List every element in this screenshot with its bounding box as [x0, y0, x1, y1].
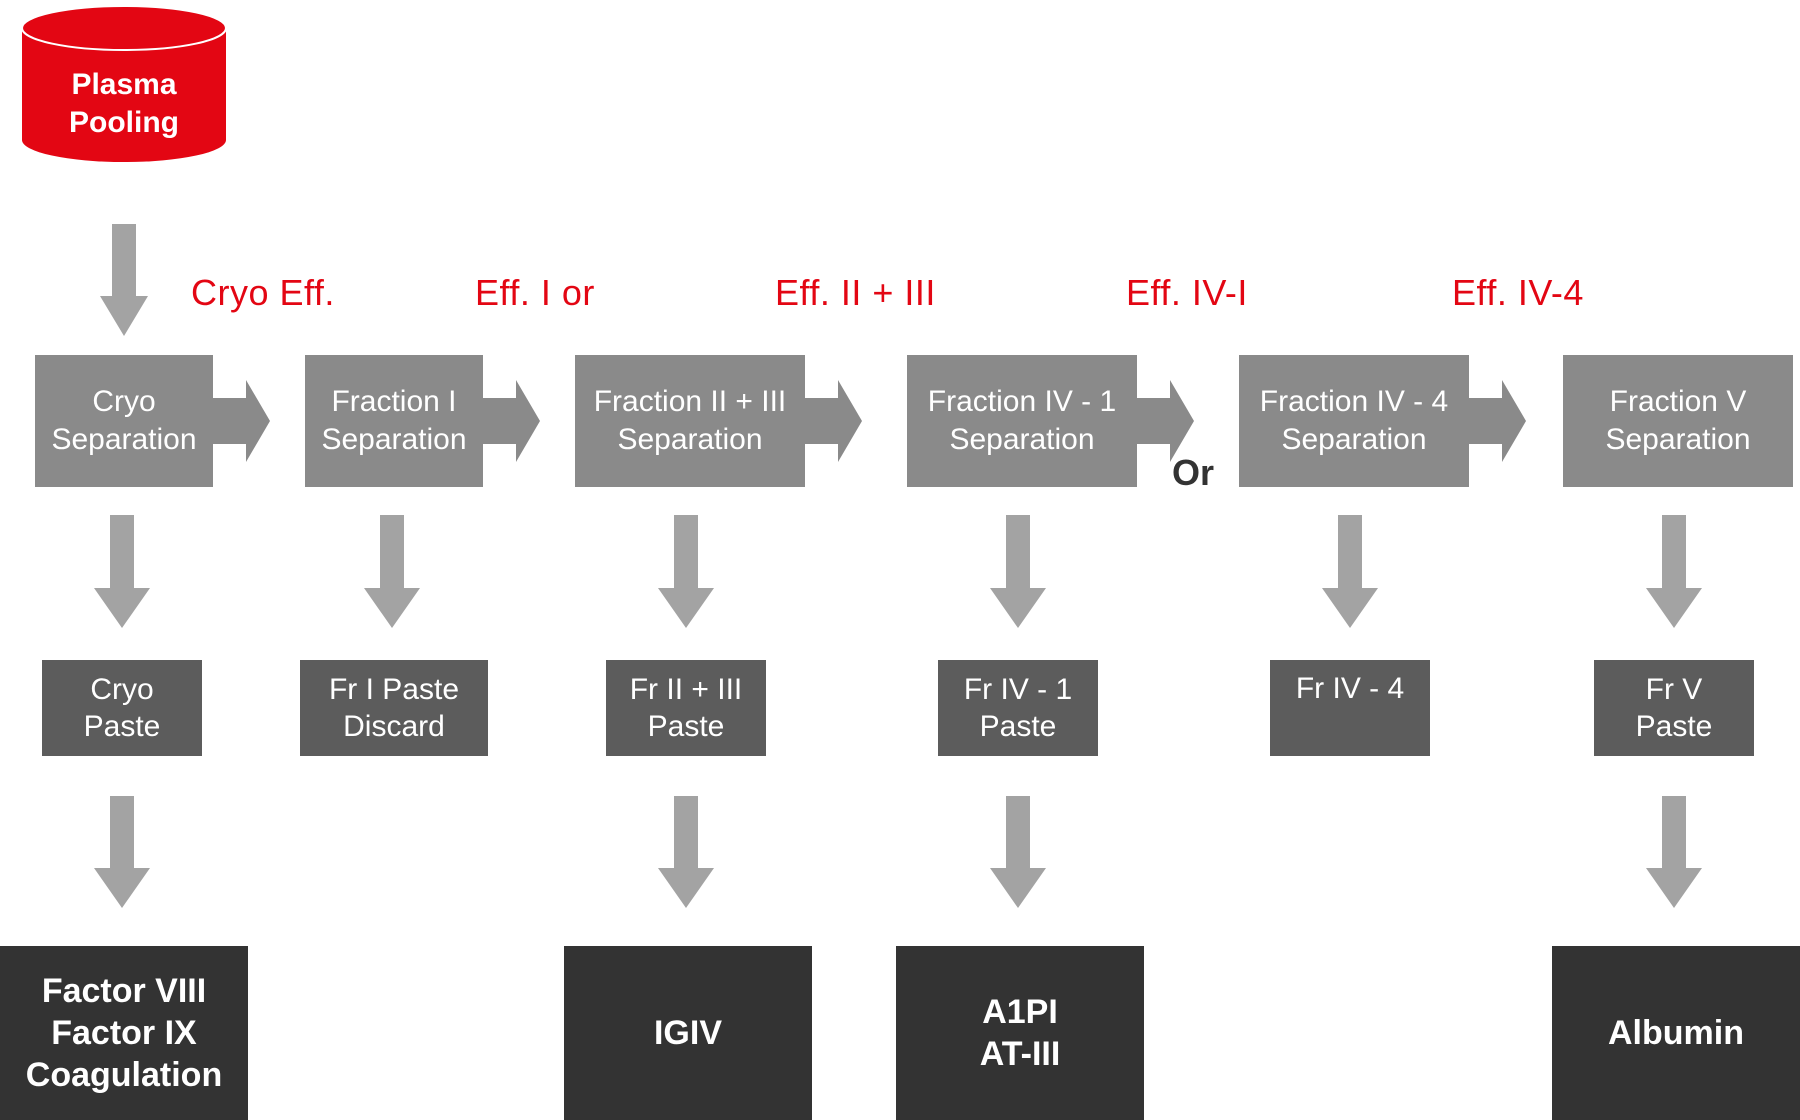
right-arrow-fr41-fr44 [1136, 380, 1194, 462]
down-arrow-paste-fr41 [990, 796, 1046, 908]
effluent-label-fr1: Eff. I or [475, 272, 595, 313]
paste-box-fr23: Fr II + III Paste [606, 660, 766, 756]
product-cryo-line-3: Coagulation [25, 1056, 223, 1094]
source-line-2: Pooling [69, 106, 179, 139]
paste-fr23-line-1: Fr II + III [629, 673, 743, 706]
paste-fr23-line-2: Paste [647, 710, 725, 743]
paste-box-fr44: Fr IV - 4 [1270, 660, 1430, 756]
effluent-label-fr44: Eff. IV-4 [1452, 272, 1584, 313]
product-cryo-line-2: Factor IX [51, 1014, 197, 1052]
down-arrow-sep-fr41 [990, 515, 1046, 628]
right-arrow-fr23-fr41 [804, 380, 862, 462]
separation-box-fr23: Fraction II + III Separation [575, 355, 805, 487]
product-fr41-line-2: AT-III [979, 1035, 1061, 1073]
paste-fr5-line-1: Fr V [1645, 673, 1703, 706]
separation-box-fr5: Fraction V Separation [1563, 355, 1793, 487]
effluent-label-cryo: Cryo Eff. [191, 272, 335, 313]
sep-fr41-line-2: Separation [949, 423, 1095, 456]
product-box-a1pi: A1PI AT-III [896, 946, 1144, 1120]
right-arrow-cryo-fr1 [212, 380, 270, 462]
paste-cryo-line-2: Paste [83, 710, 161, 743]
effluent-label-fr41: Eff. IV-I [1126, 272, 1248, 313]
separation-box-fr44: Fraction IV - 4 Separation [1239, 355, 1469, 487]
down-arrow-sep-fr44 [1322, 515, 1378, 628]
source-line-1: Plasma [71, 68, 177, 101]
sep-cryo-line-2: Separation [51, 423, 197, 456]
product-fr5-line-1: Albumin [1608, 1014, 1744, 1052]
down-arrow-source [100, 224, 148, 336]
sep-fr1-line-1: Fraction I [331, 385, 457, 418]
paste-fr1-line-1: Fr I Paste [328, 673, 460, 706]
product-box-igiv: IGIV [564, 946, 812, 1120]
sep-fr44-line-1: Fraction IV - 4 [1259, 385, 1449, 418]
down-arrow-sep-fr5 [1646, 515, 1702, 628]
sep-fr1-line-2: Separation [321, 423, 467, 456]
down-arrow-sep-fr23 [658, 515, 714, 628]
paste-fr41-line-2: Paste [979, 710, 1057, 743]
paste-cryo-line-1: Cryo [90, 673, 154, 706]
plasma-pooling-label: Plasma Pooling [22, 58, 226, 150]
paste-box-fr41: Fr IV - 1 Paste [938, 660, 1098, 756]
sep-fr5-line-1: Fraction V [1609, 385, 1747, 418]
down-arrow-paste-cryo [94, 796, 150, 908]
down-arrow-paste-fr23 [658, 796, 714, 908]
down-arrow-sep-fr1 [364, 515, 420, 628]
separation-box-fr41: Fraction IV - 1 Separation [907, 355, 1137, 487]
paste-fr1-line-2: Discard [343, 710, 445, 743]
or-label: Or [1172, 452, 1215, 493]
product-fr23-line-1: IGIV [653, 1014, 723, 1052]
sep-fr23-line-1: Fraction II + III [593, 385, 787, 418]
sep-fr44-line-2: Separation [1281, 423, 1427, 456]
down-arrow-paste-fr5 [1646, 796, 1702, 908]
sep-fr5-line-2: Separation [1605, 423, 1751, 456]
sep-fr23-line-2: Separation [617, 423, 763, 456]
plasma-pooling-cylinder [21, 5, 227, 162]
paste-fr41-line-1: Fr IV - 1 [963, 673, 1073, 706]
paste-fr44-line-1: Fr IV - 4 [1295, 672, 1405, 705]
right-arrow-fr1-fr23 [482, 380, 540, 462]
separation-box-fr1: Fraction I Separation [305, 355, 483, 487]
sep-cryo-line-1: Cryo [92, 385, 156, 418]
product-cryo-line-1: Factor VIII [41, 972, 207, 1010]
down-arrow-sep-cryo [94, 515, 150, 628]
effluent-label-fr23: Eff. II + III [775, 272, 936, 313]
product-fr41-line-1: A1PI [982, 993, 1058, 1031]
paste-fr5-line-2: Paste [1635, 710, 1713, 743]
right-arrow-fr44-fr5 [1468, 380, 1526, 462]
product-box-coagulation: Factor VIII Factor IX Coagulation [0, 946, 248, 1120]
paste-box-fr5: Fr V Paste [1594, 660, 1754, 756]
sep-fr41-line-1: Fraction IV - 1 [927, 385, 1117, 418]
product-box-albumin: Albumin [1552, 946, 1800, 1120]
